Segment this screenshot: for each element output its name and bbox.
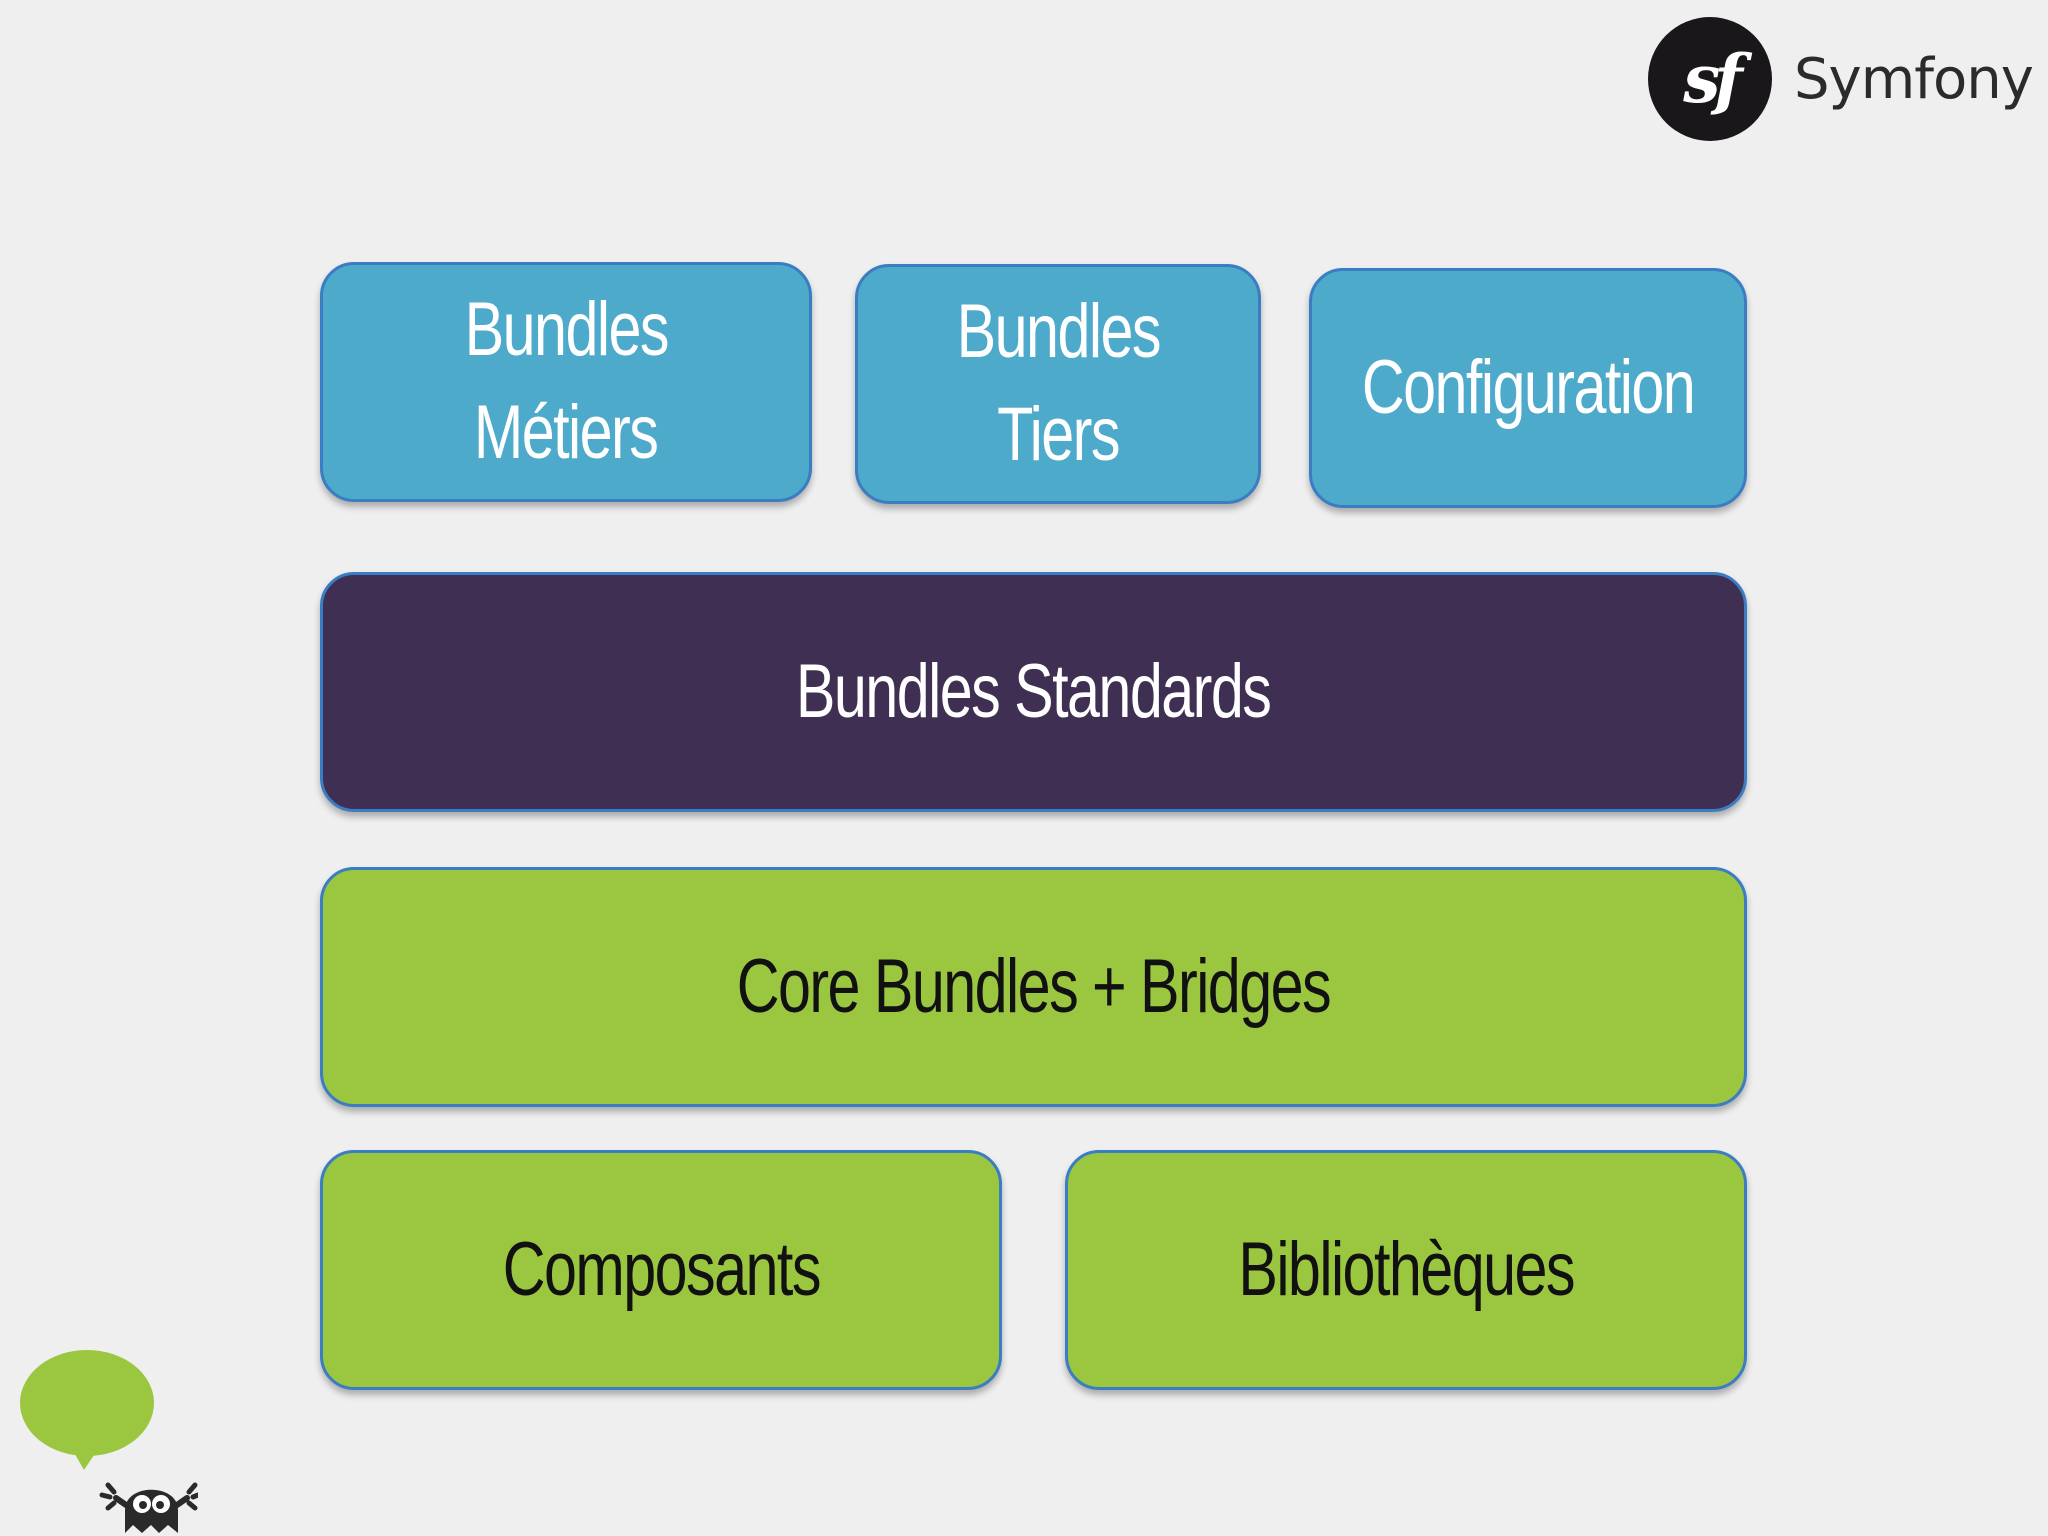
core-bundles-bridges-label: Core Bundles + Bridges	[737, 936, 1330, 1039]
core-bundles-bridges-box: Core Bundles + Bridges	[320, 867, 1747, 1107]
configuration-box: Configuration	[1309, 268, 1747, 508]
symfony-sf-mark: sf	[1683, 40, 1737, 118]
configuration-label: Configuration	[1362, 337, 1694, 440]
bundles-tiers-line-1: Bundles	[956, 281, 1159, 384]
bundles-standards-box: Bundles Standards	[320, 572, 1747, 812]
bundles-tiers-box: Bundles Tiers	[855, 264, 1261, 504]
speech-bubble-ghost-icon	[18, 1345, 198, 1536]
symfony-logo: sf Symfony	[1648, 17, 2033, 141]
bibliotheques-label: Bibliothèques	[1238, 1219, 1574, 1322]
bundles-metiers-box: Bundles Métiers	[320, 262, 812, 502]
bundles-standards-label: Bundles Standards	[796, 641, 1270, 744]
symfony-sf-icon: sf	[1648, 17, 1772, 141]
bundles-tiers-line-2: Tiers	[997, 384, 1119, 487]
bundles-metiers-line-1: Bundles	[464, 279, 667, 382]
composants-label: Composants	[502, 1219, 819, 1322]
bibliotheques-box: Bibliothèques	[1065, 1150, 1747, 1390]
composants-box: Composants	[320, 1150, 1002, 1390]
symfony-wordmark: Symfony	[1794, 47, 2033, 112]
bundles-metiers-line-2: Métiers	[474, 382, 657, 485]
